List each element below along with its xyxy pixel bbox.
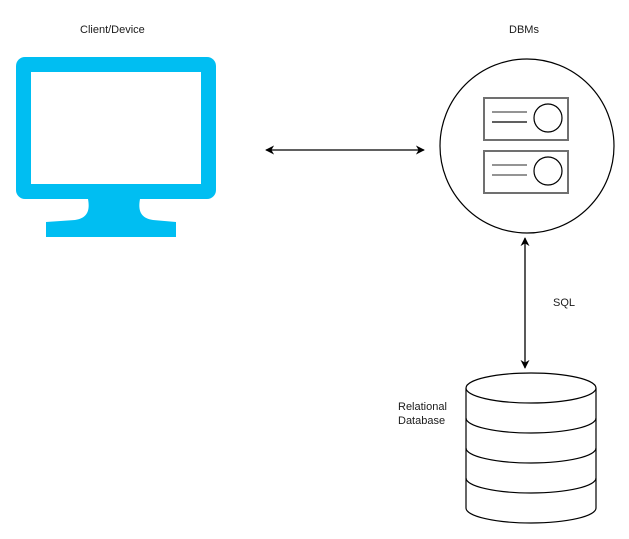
cylinder-band-1 — [465, 417, 597, 434]
server-unit-bottom — [483, 150, 569, 194]
database-cylinder-icon[interactable] — [465, 372, 597, 524]
dbms-circle — [439, 58, 615, 234]
cylinder-top — [465, 372, 597, 404]
cylinder-body — [465, 388, 597, 524]
cylinder-band-3 — [465, 477, 597, 494]
monitor-icon[interactable] — [16, 57, 216, 237]
server-icon[interactable] — [439, 58, 615, 234]
monitor-stand — [46, 199, 176, 237]
relational-database-label: Relational Database — [398, 400, 447, 428]
cylinder-band-2 — [465, 447, 597, 464]
dbms-label: DBMs — [509, 24, 539, 36]
relational-database-label-line2: Database — [398, 415, 446, 427]
server-unit-top — [483, 97, 569, 141]
client-device-label: Client/Device — [80, 24, 145, 36]
sql-edge-label: SQL — [553, 297, 576, 309]
monitor-screen — [31, 72, 201, 184]
relational-database-label-line1: Relational — [398, 401, 447, 413]
